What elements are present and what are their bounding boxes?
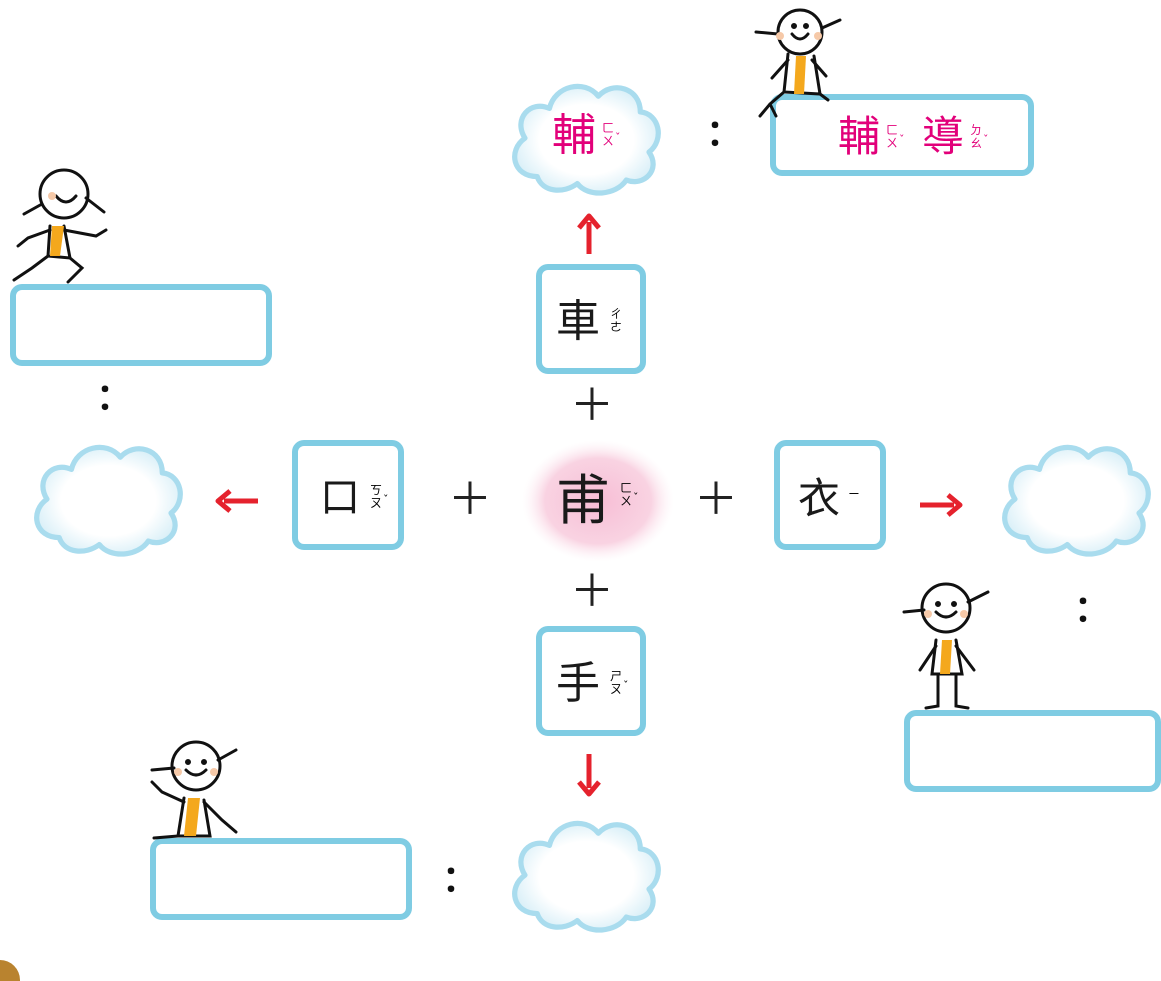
bottom-result-cloud <box>504 806 670 946</box>
left-component-char: 口 <box>320 475 360 521</box>
bottom-colon: ： <box>442 859 479 900</box>
right-result-cloud <box>994 430 1160 570</box>
bottom-component-tone: ˇ <box>623 679 629 692</box>
bottom-component-char: 手 <box>556 658 600 709</box>
left-result-cloud <box>26 430 192 570</box>
left-component-zhuyin: ㄎㄡ <box>370 483 383 510</box>
top-result-zhuyin: ㄈㄨ <box>602 121 615 148</box>
top-result-tone: ˇ <box>615 131 621 144</box>
left-component-tone: ˇ <box>383 493 389 506</box>
bottom-component-box: 手 ㄕㄡ ˇ <box>536 626 646 736</box>
top-word-char-1: 輔 <box>838 112 881 161</box>
top-result: 輔 ㄈㄨ ˇ <box>552 114 642 164</box>
top-arrow <box>577 213 601 254</box>
left-word-box[interactable] <box>10 284 272 366</box>
center-glow <box>522 440 674 562</box>
top-word-zhuyin-2: ㄉㄠ <box>970 123 983 150</box>
center-tone: ˇ <box>633 491 639 504</box>
right-word-box[interactable] <box>904 710 1161 792</box>
right-colon: ： <box>1074 589 1111 630</box>
top-component-char: 車 <box>556 296 600 347</box>
right-component-box: 衣 ㄧ <box>774 440 886 550</box>
top-component-box: 車 ㄔㄜ <box>536 264 646 374</box>
plus-top: ＋ <box>570 380 614 431</box>
top-component-zhuyin: ㄔㄜ <box>610 307 623 334</box>
top-word-char-2: 導 <box>922 112 965 161</box>
center-zhuyin: ㄈㄨ <box>620 481 633 508</box>
left-colon: ： <box>96 377 133 418</box>
stick-figure-right <box>902 582 990 710</box>
stick-figure-bottom <box>150 740 238 840</box>
center-char: 甫 <box>556 469 610 532</box>
left-arrow <box>215 489 258 513</box>
top-word-box: 輔 ㄈㄨ ˇ 導 ㄉㄠ ˇ <box>770 94 1034 176</box>
right-component-char: 衣 <box>798 474 841 523</box>
corner-decoration <box>0 960 20 981</box>
top-word-zhuyin-1: ㄈㄨ <box>886 123 899 150</box>
bottom-component-zhuyin: ㄕㄡ <box>610 669 623 696</box>
top-word-tone-2: ˇ <box>983 133 989 146</box>
plus-left: ＋ <box>448 474 492 525</box>
left-component-box: 口 ㄎㄡ ˇ <box>292 440 404 550</box>
plus-bottom: ＋ <box>570 566 614 617</box>
top-word-tone-1: ˇ <box>899 133 905 146</box>
plus-right: ＋ <box>694 474 738 525</box>
center-character: 甫 ㄈㄨ ˇ <box>556 474 646 534</box>
top-result-char: 輔 <box>552 110 596 161</box>
stick-figure-left <box>12 168 108 284</box>
right-component-zhuyin: ㄧ <box>848 487 861 501</box>
bottom-word-box[interactable] <box>150 838 412 920</box>
top-colon: ： <box>706 113 743 154</box>
right-arrow <box>920 493 963 517</box>
bottom-arrow <box>577 754 601 797</box>
stick-figure-top <box>754 8 842 118</box>
